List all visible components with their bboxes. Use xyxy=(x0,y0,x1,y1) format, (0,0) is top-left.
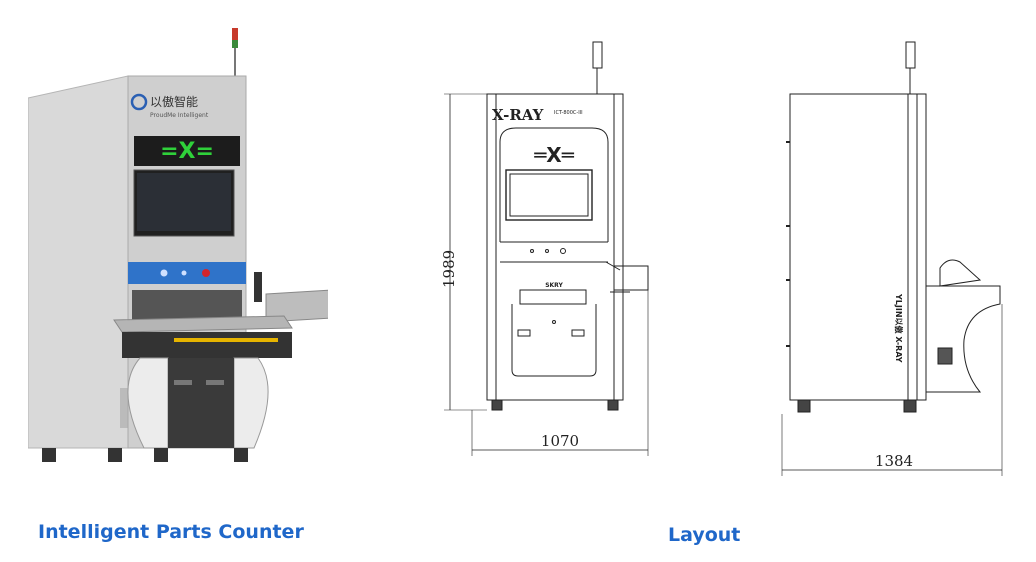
tray-strip xyxy=(174,338,278,342)
side-view: YLJIN以傲 X-RAY 1384 xyxy=(781,41,1003,476)
beacon-light xyxy=(232,28,238,40)
caption-intelligent-parts-counter: Intelligent Parts Counter xyxy=(38,521,304,543)
front-title: X-RAY xyxy=(492,106,544,124)
dim-height: 1989 xyxy=(440,250,458,288)
caption-layout: Layout xyxy=(668,524,741,546)
badge-label: SKRY xyxy=(545,282,563,289)
dim-side-width: 1384 xyxy=(875,452,913,470)
front-view: X-RAY ICT-800C-III ═X═ SKRY 1989 xyxy=(440,41,649,456)
stop-button xyxy=(202,269,210,277)
product-photo: 以傲智能 ProudMe Intelligent =X= xyxy=(28,28,328,462)
logo-text: 以傲智能 xyxy=(150,94,198,109)
side-brand: YLJIN以傲 X-RAY xyxy=(894,293,904,363)
dim-front-width: 1070 xyxy=(541,432,579,450)
logo-subtext: ProudMe Intelligent xyxy=(150,112,209,119)
svg-text:═X═: ═X═ xyxy=(533,143,574,167)
x-symbol: =X= xyxy=(160,139,214,164)
logo: 以傲智能 ProudMe Intelligent xyxy=(130,93,209,119)
control-panel xyxy=(128,262,246,284)
front-small-label: ICT-800C-III xyxy=(554,110,583,116)
layout-drawing: X-RAY ICT-800C-III ═X═ SKRY 1989 xyxy=(440,41,1003,476)
